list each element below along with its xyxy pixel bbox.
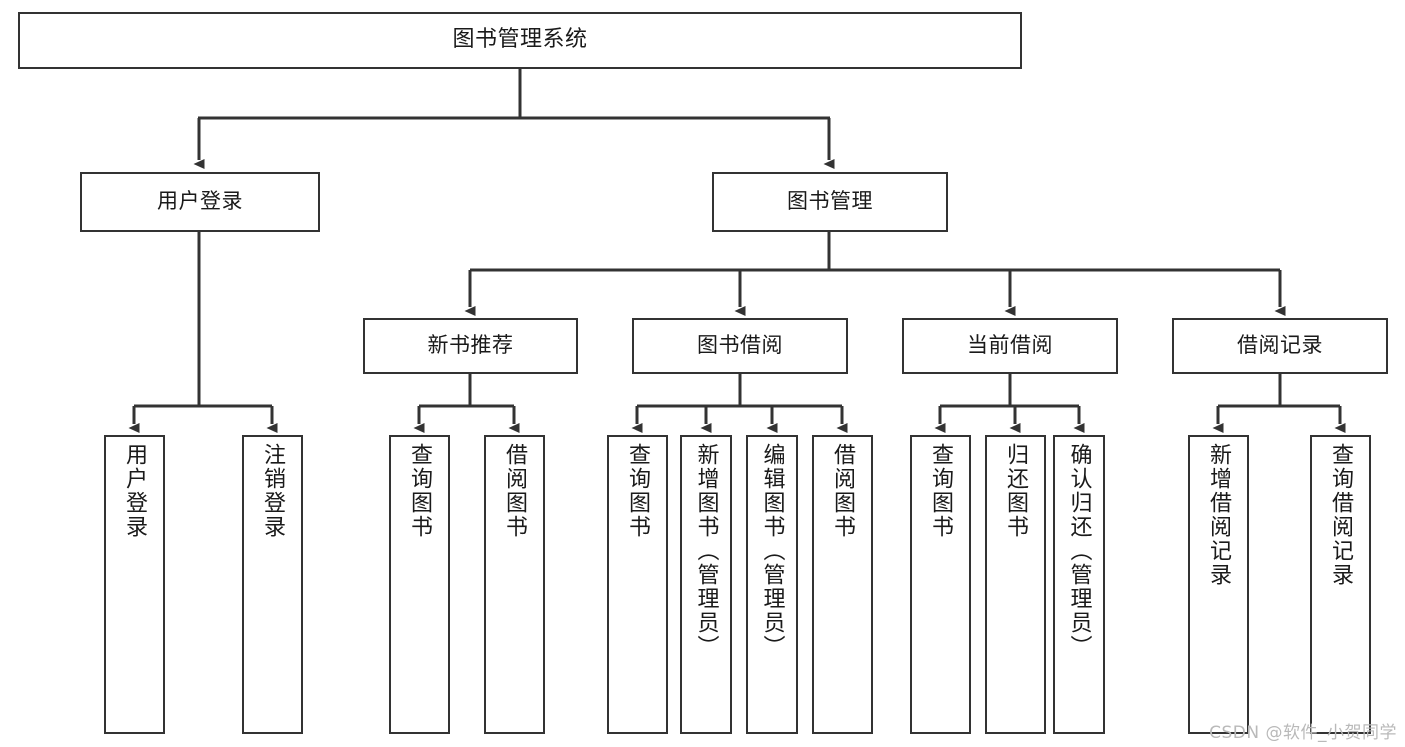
node-leaf-add-borrow-record[interactable]: 新增借阅记录 — [1188, 435, 1249, 734]
node-borrow-record-label: 借阅记录 — [1237, 333, 1323, 358]
node-leaf-edit-book-admin-label: 编辑图书（管理员） — [759, 443, 785, 659]
node-leaf-borrow-book-1-label: 借阅图书 — [502, 443, 528, 539]
node-leaf-user-login[interactable]: 用户登录 — [104, 435, 165, 734]
node-leaf-user-login-label: 用户登录 — [122, 443, 148, 539]
node-book-borrow[interactable]: 图书借阅 — [632, 318, 848, 374]
node-leaf-edit-book-admin[interactable]: 编辑图书（管理员） — [746, 435, 798, 734]
node-leaf-query-book-3-label: 查询图书 — [928, 443, 954, 539]
node-user-login[interactable]: 用户登录 — [80, 172, 320, 232]
node-leaf-query-borrow-record[interactable]: 查询借阅记录 — [1310, 435, 1371, 734]
watermark: CSDN @软件_小贺同学 — [1209, 723, 1397, 743]
node-leaf-query-book-1-label: 查询图书 — [407, 443, 433, 539]
node-new-book-recommend[interactable]: 新书推荐 — [363, 318, 578, 374]
node-current-borrow-label: 当前借阅 — [967, 333, 1053, 358]
node-borrow-record[interactable]: 借阅记录 — [1172, 318, 1388, 374]
node-leaf-confirm-return-admin-label: 确认归还（管理员） — [1066, 443, 1092, 659]
node-new-book-recommend-label: 新书推荐 — [427, 333, 514, 358]
node-leaf-add-book-admin[interactable]: 新增图书（管理员） — [680, 435, 732, 734]
node-leaf-return-book-label: 归还图书 — [1003, 443, 1029, 539]
node-leaf-add-borrow-record-label: 新增借阅记录 — [1206, 443, 1232, 587]
node-leaf-logout[interactable]: 注销登录 — [242, 435, 303, 734]
node-leaf-return-book[interactable]: 归还图书 — [985, 435, 1046, 734]
node-user-login-label: 用户登录 — [157, 189, 243, 214]
node-leaf-query-book-2-label: 查询图书 — [625, 443, 651, 539]
node-current-borrow[interactable]: 当前借阅 — [902, 318, 1118, 374]
node-leaf-query-book-1[interactable]: 查询图书 — [389, 435, 450, 734]
node-leaf-borrow-book-2[interactable]: 借阅图书 — [812, 435, 873, 734]
node-leaf-query-borrow-record-label: 查询借阅记录 — [1328, 443, 1354, 587]
node-book-manage[interactable]: 图书管理 — [712, 172, 948, 232]
node-leaf-query-book-2[interactable]: 查询图书 — [607, 435, 668, 734]
node-leaf-add-book-admin-label: 新增图书（管理员） — [693, 443, 719, 659]
node-book-borrow-label: 图书借阅 — [697, 333, 783, 358]
node-leaf-borrow-book-1[interactable]: 借阅图书 — [484, 435, 545, 734]
node-root[interactable]: 图书管理系统 — [18, 12, 1022, 69]
node-book-manage-label: 图书管理 — [787, 189, 873, 214]
node-leaf-confirm-return-admin[interactable]: 确认归还（管理员） — [1053, 435, 1105, 734]
node-leaf-borrow-book-2-label: 借阅图书 — [830, 443, 856, 539]
node-leaf-query-book-3[interactable]: 查询图书 — [910, 435, 971, 734]
node-root-label: 图书管理系统 — [452, 27, 588, 53]
node-leaf-logout-label: 注销登录 — [260, 443, 286, 539]
